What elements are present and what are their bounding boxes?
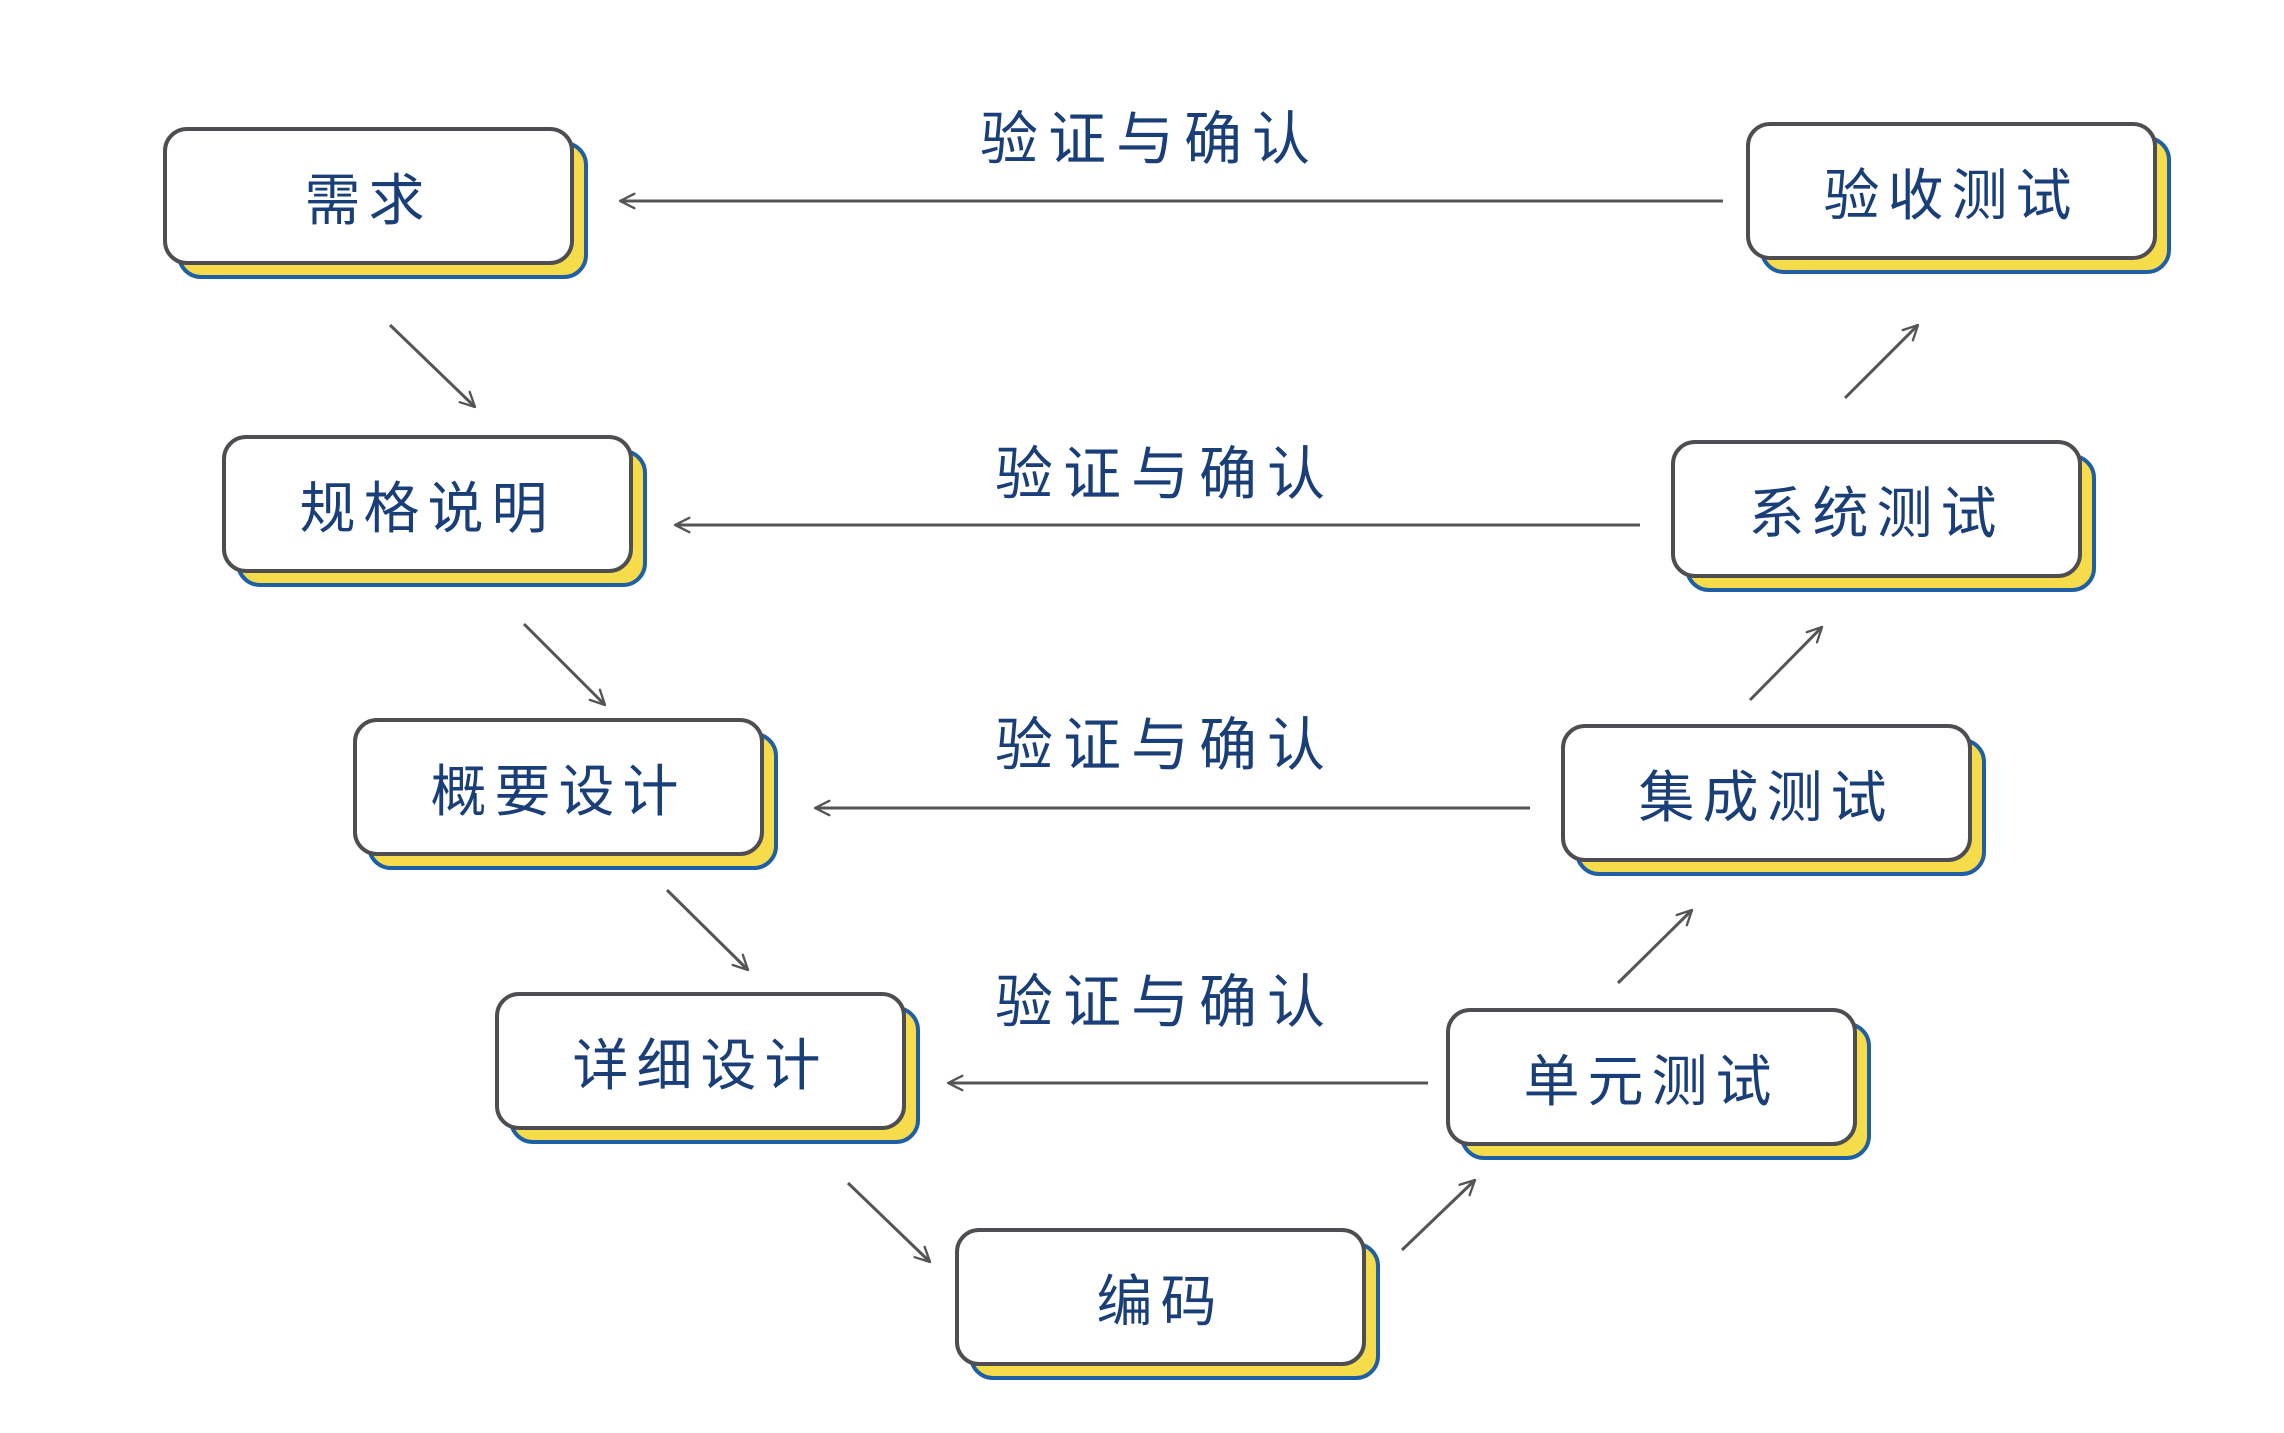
stage-requirements: 需求 bbox=[163, 127, 588, 279]
stage-label: 需求 bbox=[304, 168, 433, 234]
stage-label: 详细设计 bbox=[572, 1033, 829, 1099]
box-face: 规格说明 bbox=[222, 435, 633, 573]
flow-arrow-specification-to-outline-design bbox=[522, 622, 607, 707]
stage-outline-design: 概要设计 bbox=[353, 718, 778, 870]
stage-label: 系统测试 bbox=[1748, 481, 2005, 547]
flow-arrow-detailed-design-to-coding bbox=[846, 1181, 932, 1264]
box-face: 集成测试 bbox=[1561, 724, 1972, 862]
stage-integration-test: 集成测试 bbox=[1561, 724, 1986, 876]
flow-arrow-integration-test-to-system-test bbox=[1748, 625, 1824, 702]
box-face: 单元测试 bbox=[1446, 1008, 1857, 1146]
stage-coding: 编码 bbox=[955, 1228, 1380, 1380]
stage-label: 编码 bbox=[1096, 1269, 1225, 1335]
box-face: 概要设计 bbox=[353, 718, 764, 856]
flow-arrow-outline-design-to-detailed-design bbox=[665, 888, 750, 972]
box-face: 验收测试 bbox=[1746, 122, 2157, 260]
stage-label: 验收测试 bbox=[1823, 163, 2080, 229]
box-face: 编码 bbox=[955, 1228, 1366, 1366]
flow-arrow-coding-to-unit-test bbox=[1400, 1178, 1477, 1252]
stage-label: 规格说明 bbox=[299, 476, 556, 542]
stage-specification: 规格说明 bbox=[222, 435, 647, 587]
stage-system-test: 系统测试 bbox=[1671, 440, 2096, 592]
stage-acceptance-test: 验收测试 bbox=[1746, 122, 2171, 274]
stage-unit-test: 单元测试 bbox=[1446, 1008, 1871, 1160]
stage-label: 单元测试 bbox=[1523, 1049, 1780, 1115]
stage-label: 集成测试 bbox=[1638, 765, 1895, 831]
flow-arrow-requirements-to-specification bbox=[388, 323, 477, 409]
stage-label: 概要设计 bbox=[430, 759, 687, 825]
stage-detailed-design: 详细设计 bbox=[495, 992, 920, 1144]
flow-arrow-unit-test-to-integration-test bbox=[1616, 908, 1694, 985]
box-face: 系统测试 bbox=[1671, 440, 2082, 578]
vv-label-specification: 验证与确认 bbox=[995, 440, 1336, 508]
vv-label-outline-design: 验证与确认 bbox=[995, 711, 1336, 779]
vv-label-detailed-design: 验证与确认 bbox=[995, 968, 1336, 1036]
vv-label-requirements: 验证与确认 bbox=[980, 105, 1321, 173]
flow-arrow-system-test-to-acceptance-test bbox=[1843, 323, 1920, 400]
box-face: 需求 bbox=[163, 127, 574, 265]
box-face: 详细设计 bbox=[495, 992, 906, 1130]
